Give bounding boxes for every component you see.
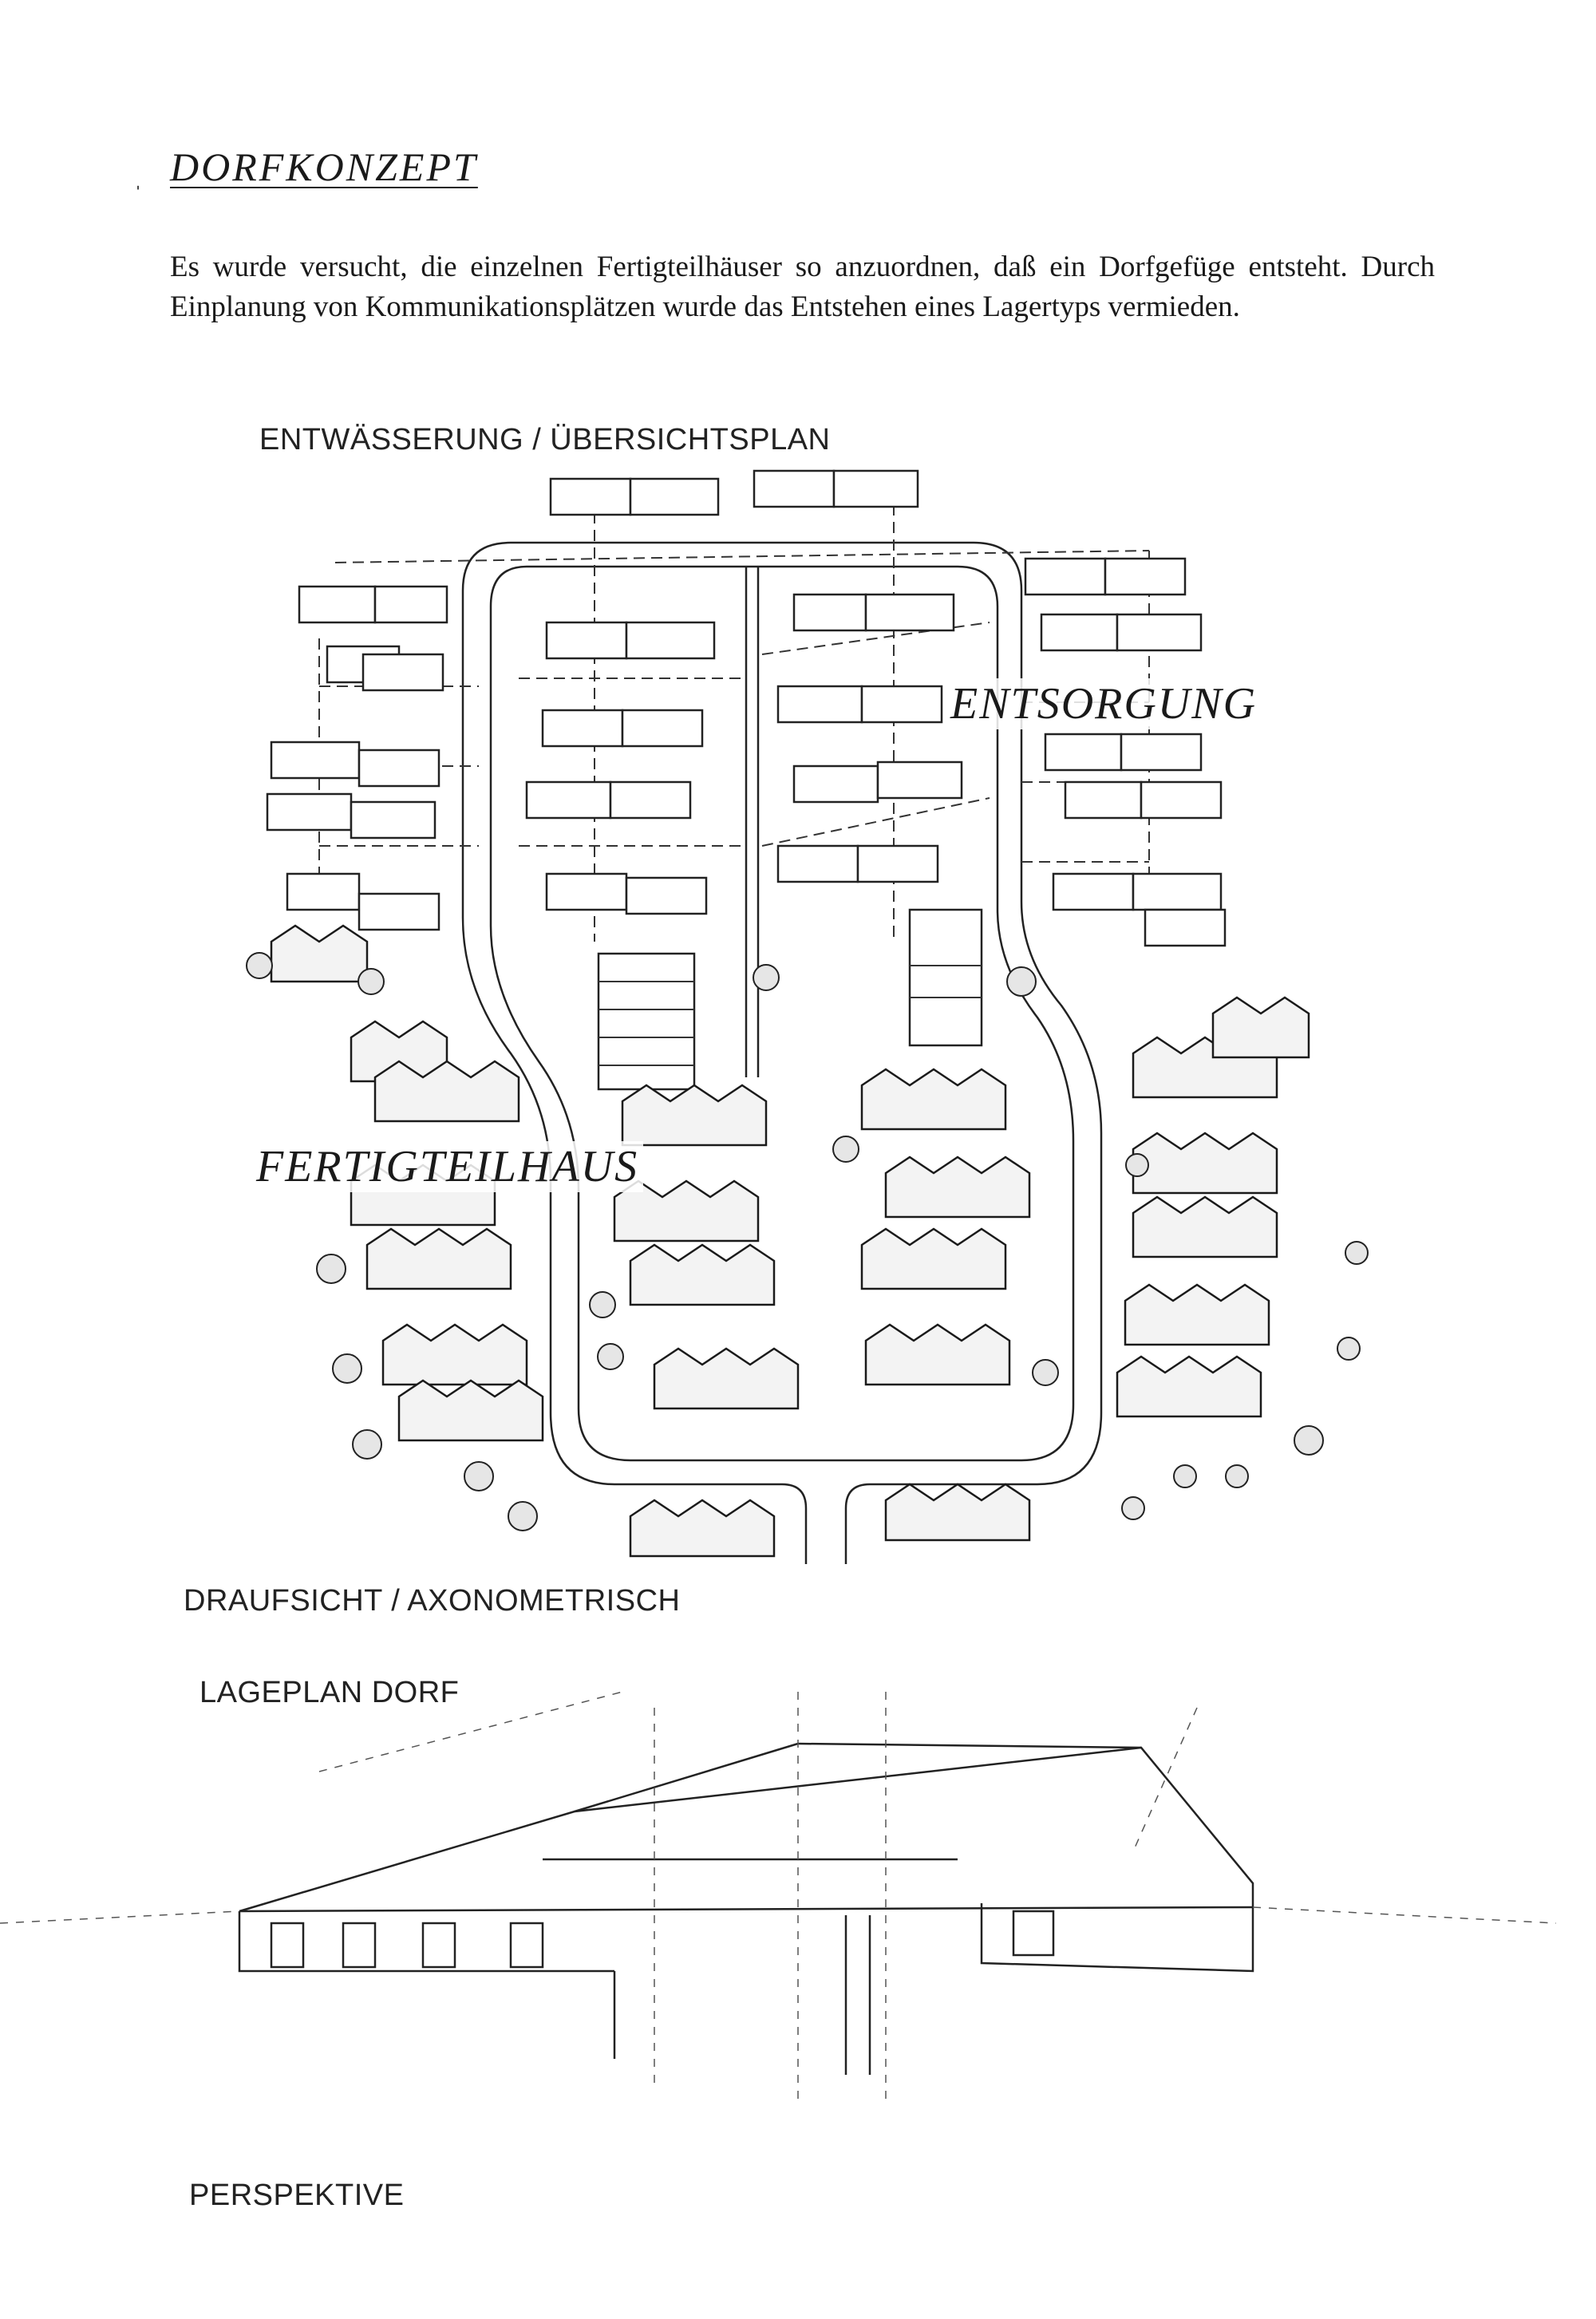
perspective-label: PERSPEKTIVE bbox=[189, 2179, 405, 2212]
site-plan-label: LAGEPLAN DORF bbox=[200, 1676, 460, 1709]
margin-tick: ˌ bbox=[134, 164, 142, 190]
plan-caption: DRAUFSICHT / AXONOMETRISCH bbox=[184, 1584, 681, 1618]
page-heading: DORFKONZEPT bbox=[170, 144, 478, 189]
label-disposal: ENTSORGUNG bbox=[946, 678, 1262, 729]
plan-title: ENTWÄSSERUNG / ÜBERSICHTSPLAN bbox=[259, 423, 831, 456]
label-prefab-house: FERTIGTEILHAUS bbox=[251, 1141, 644, 1192]
intro-paragraph: Es wurde versucht, die einzelnen Fertigt… bbox=[170, 251, 1435, 323]
